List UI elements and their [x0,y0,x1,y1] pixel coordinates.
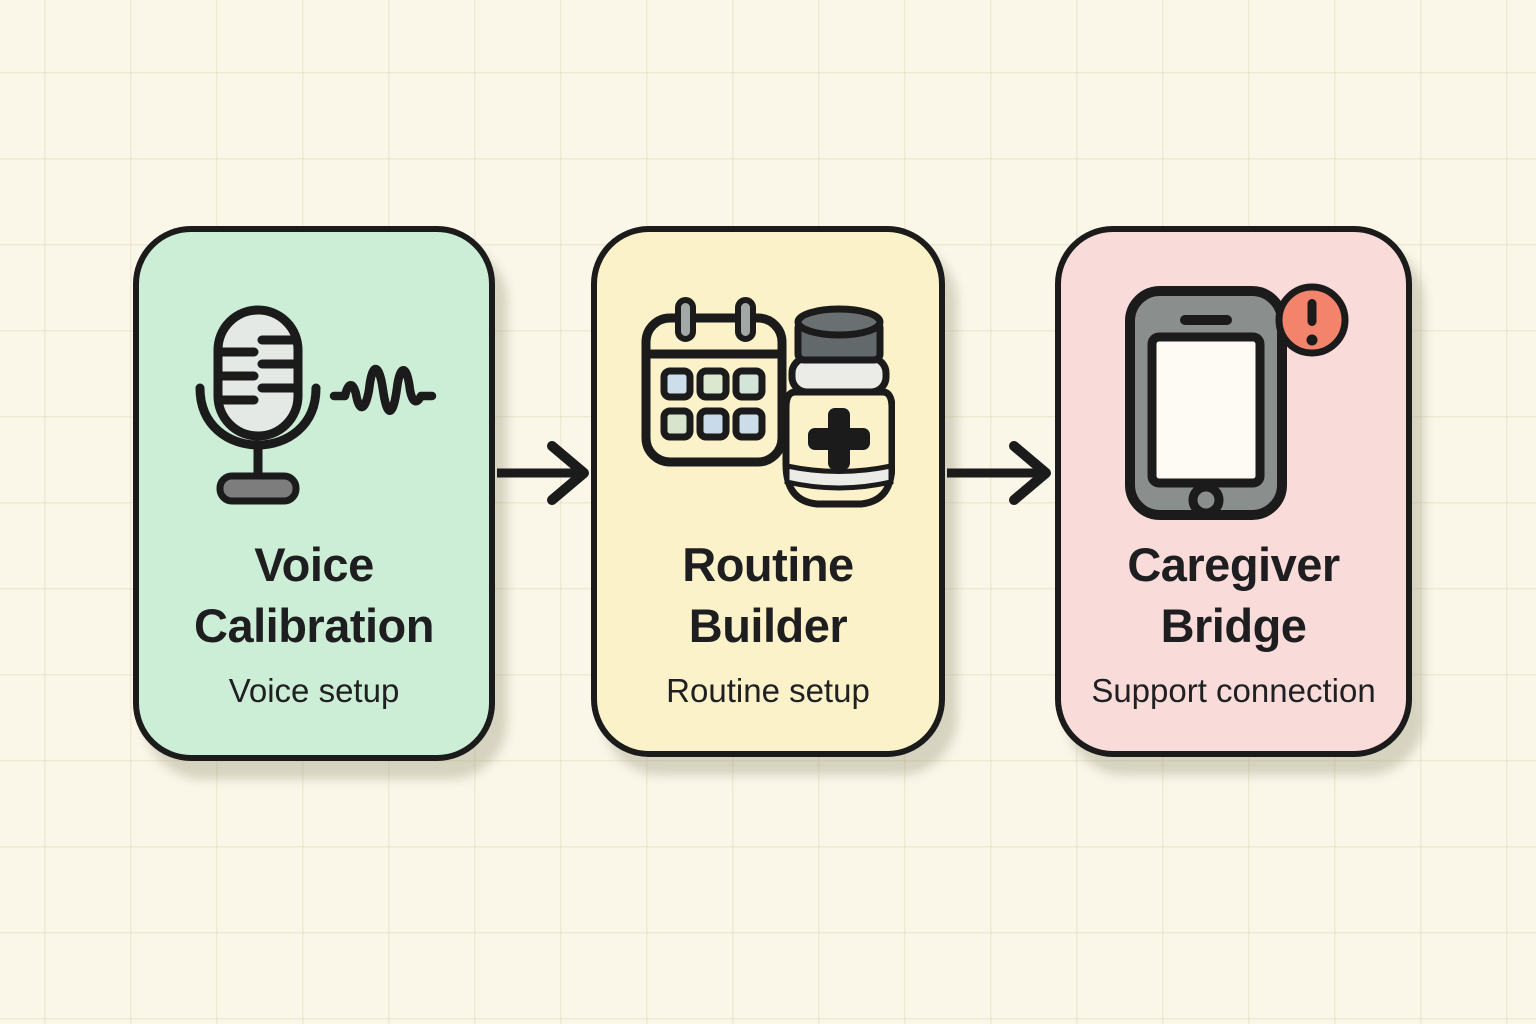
pill-bottle-icon [782,305,895,508]
calendar-icon [641,297,787,467]
soundwave-icon [329,364,437,415]
plus-icon [808,408,870,470]
flow-arrow-1 [497,441,589,505]
step-title: Routine Builder [682,538,854,653]
step-card-caregiver-bridge: Caregiver Bridge Support connection [1055,226,1412,757]
step-title: Voice Calibration [194,538,434,653]
step-card-routine-builder: Routine Builder Routine setup [591,226,945,757]
flow-arrow-2 [947,441,1051,505]
smartphone-with-alert-icon [1116,274,1352,532]
microphone-icon [195,305,321,505]
microphone-with-soundwave-icon [188,274,440,532]
step-title: Caregiver Bridge [1127,538,1340,653]
step-card-voice-calibration: Voice Calibration Voice setup [133,226,495,761]
calendar-with-pill-bottle-icon [641,274,895,532]
step-subtitle: Voice setup [228,672,400,710]
step-subtitle: Support connection [1091,672,1376,710]
alert-badge-icon [1275,283,1348,357]
smartphone-icon [1124,286,1287,520]
step-subtitle: Routine setup [666,672,870,710]
